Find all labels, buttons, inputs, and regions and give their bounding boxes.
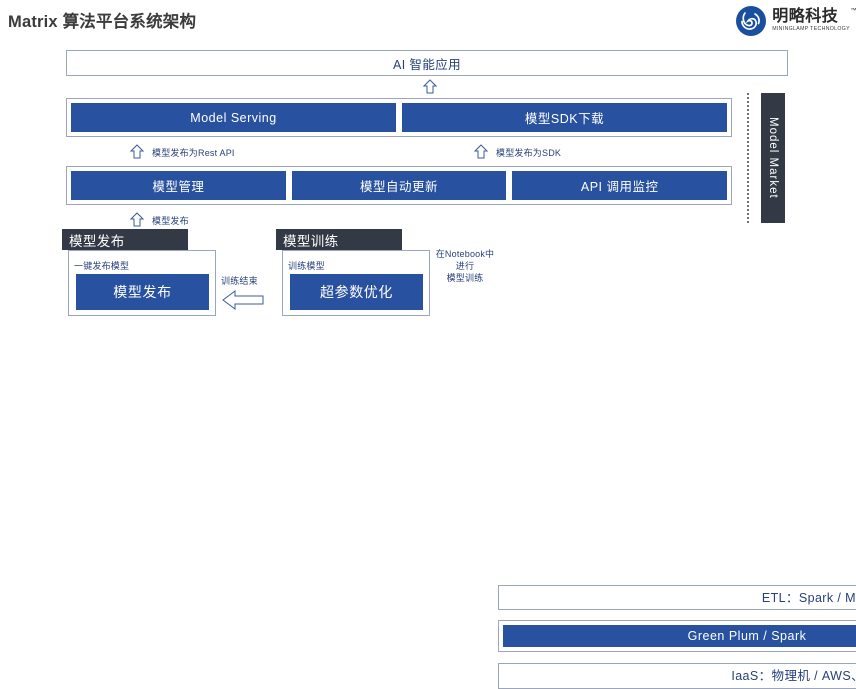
- model-publish-action-button[interactable]: 模型发布: [76, 274, 209, 310]
- layer-model-serving: Model Serving 模型SDK下载: [66, 98, 732, 137]
- page-header: Matrix 算法平台系统架构 明略科技 ™ MININGLAMP TECHNO…: [0, 0, 856, 44]
- mininglamp-logo-icon: [735, 5, 767, 37]
- hyperparam-optimize-button[interactable]: 超参数优化: [290, 274, 423, 310]
- arrow-up-icon: [130, 144, 144, 159]
- layer-iaas-label: IaaS：物理机 / AWS、Azure、阿里云 / K8S: [731, 670, 856, 682]
- brand-text: 明略科技 ™ MININGLAMP TECHNOLOGY: [772, 9, 850, 32]
- panel-model-training-subtitle: 训练模型: [288, 259, 325, 272]
- dotted-divider-icon: [747, 93, 749, 223]
- notebook-training-label: 在Notebook中 进行 模型训练 Notebook建模 Notebook开发…: [432, 248, 498, 284]
- arrow-up-icon: [423, 79, 437, 94]
- model-sdk-download-label: 模型SDK下载: [525, 108, 604, 127]
- layer-ai-application-label: AI 智能应用: [393, 54, 461, 73]
- layer-etl[interactable]: ETL：Spark / MapReduce / Flink: [498, 585, 856, 610]
- page-title: Matrix 算法平台系统架构: [8, 8, 196, 32]
- model-publish-action-label: 模型发布: [113, 282, 171, 302]
- release-arrow-label: 模型发布: [152, 214, 189, 227]
- training-done-label: 训练结束: [221, 274, 258, 287]
- panel-model-training-title: 模型训练: [276, 229, 402, 250]
- publish-rest-api-label: 模型发布为Rest API: [152, 146, 235, 159]
- api-monitor-label: API 调用监控: [581, 176, 659, 195]
- greenplum-spark-box[interactable]: Green Plum / Spark: [503, 625, 856, 647]
- arrow-left-icon: [222, 289, 264, 311]
- layer-iaas[interactable]: IaaS：物理机 / AWS、Azure、阿里云 / K8S: [498, 663, 856, 689]
- layer-storage: Green Plum / Spark HDFS: [498, 620, 856, 652]
- model-auto-update-label: 模型自动更新: [360, 176, 438, 195]
- layer-model-management: 模型管理 模型自动更新 API 调用监控: [66, 166, 732, 205]
- model-serving-box[interactable]: Model Serving: [71, 103, 396, 132]
- hyperparam-optimize-label: 超参数优化: [320, 282, 393, 302]
- arrow-up-icon: [474, 144, 488, 159]
- greenplum-spark-label: Green Plum / Spark: [688, 630, 807, 642]
- trademark-icon: ™: [851, 8, 856, 14]
- notebook-training-line1: 在Notebook中: [432, 248, 498, 260]
- model-auto-update-box[interactable]: 模型自动更新: [292, 171, 507, 200]
- model-market-rail[interactable]: Model Market: [761, 93, 785, 223]
- notebook-training-line3: 模型训练: [432, 272, 498, 284]
- panel-model-publish-title: 模型发布: [62, 229, 188, 250]
- panel-model-publish-subtitle: 一键发布模型: [74, 259, 129, 272]
- publish-sdk-label: 模型发布为SDK: [496, 146, 561, 159]
- notebook-training-line2: 进行: [432, 260, 498, 272]
- model-management-box[interactable]: 模型管理: [71, 171, 286, 200]
- brand-name-en: MININGLAMP TECHNOLOGY: [772, 27, 850, 32]
- model-management-label: 模型管理: [152, 176, 204, 195]
- api-monitor-box[interactable]: API 调用监控: [512, 171, 727, 200]
- brand-logo: 明略科技 ™ MININGLAMP TECHNOLOGY: [735, 4, 850, 38]
- layer-ai-application[interactable]: AI 智能应用: [66, 50, 788, 76]
- arrow-up-icon: [130, 212, 144, 227]
- model-sdk-download-box[interactable]: 模型SDK下载: [402, 103, 727, 132]
- brand-name-cn: 明略科技 ™: [772, 9, 850, 25]
- model-market-label: Model Market: [767, 117, 779, 199]
- model-serving-label: Model Serving: [190, 111, 276, 125]
- layer-etl-label: ETL：Spark / MapReduce / Flink: [762, 592, 856, 604]
- brand-name-cn-text: 明略科技: [772, 8, 838, 25]
